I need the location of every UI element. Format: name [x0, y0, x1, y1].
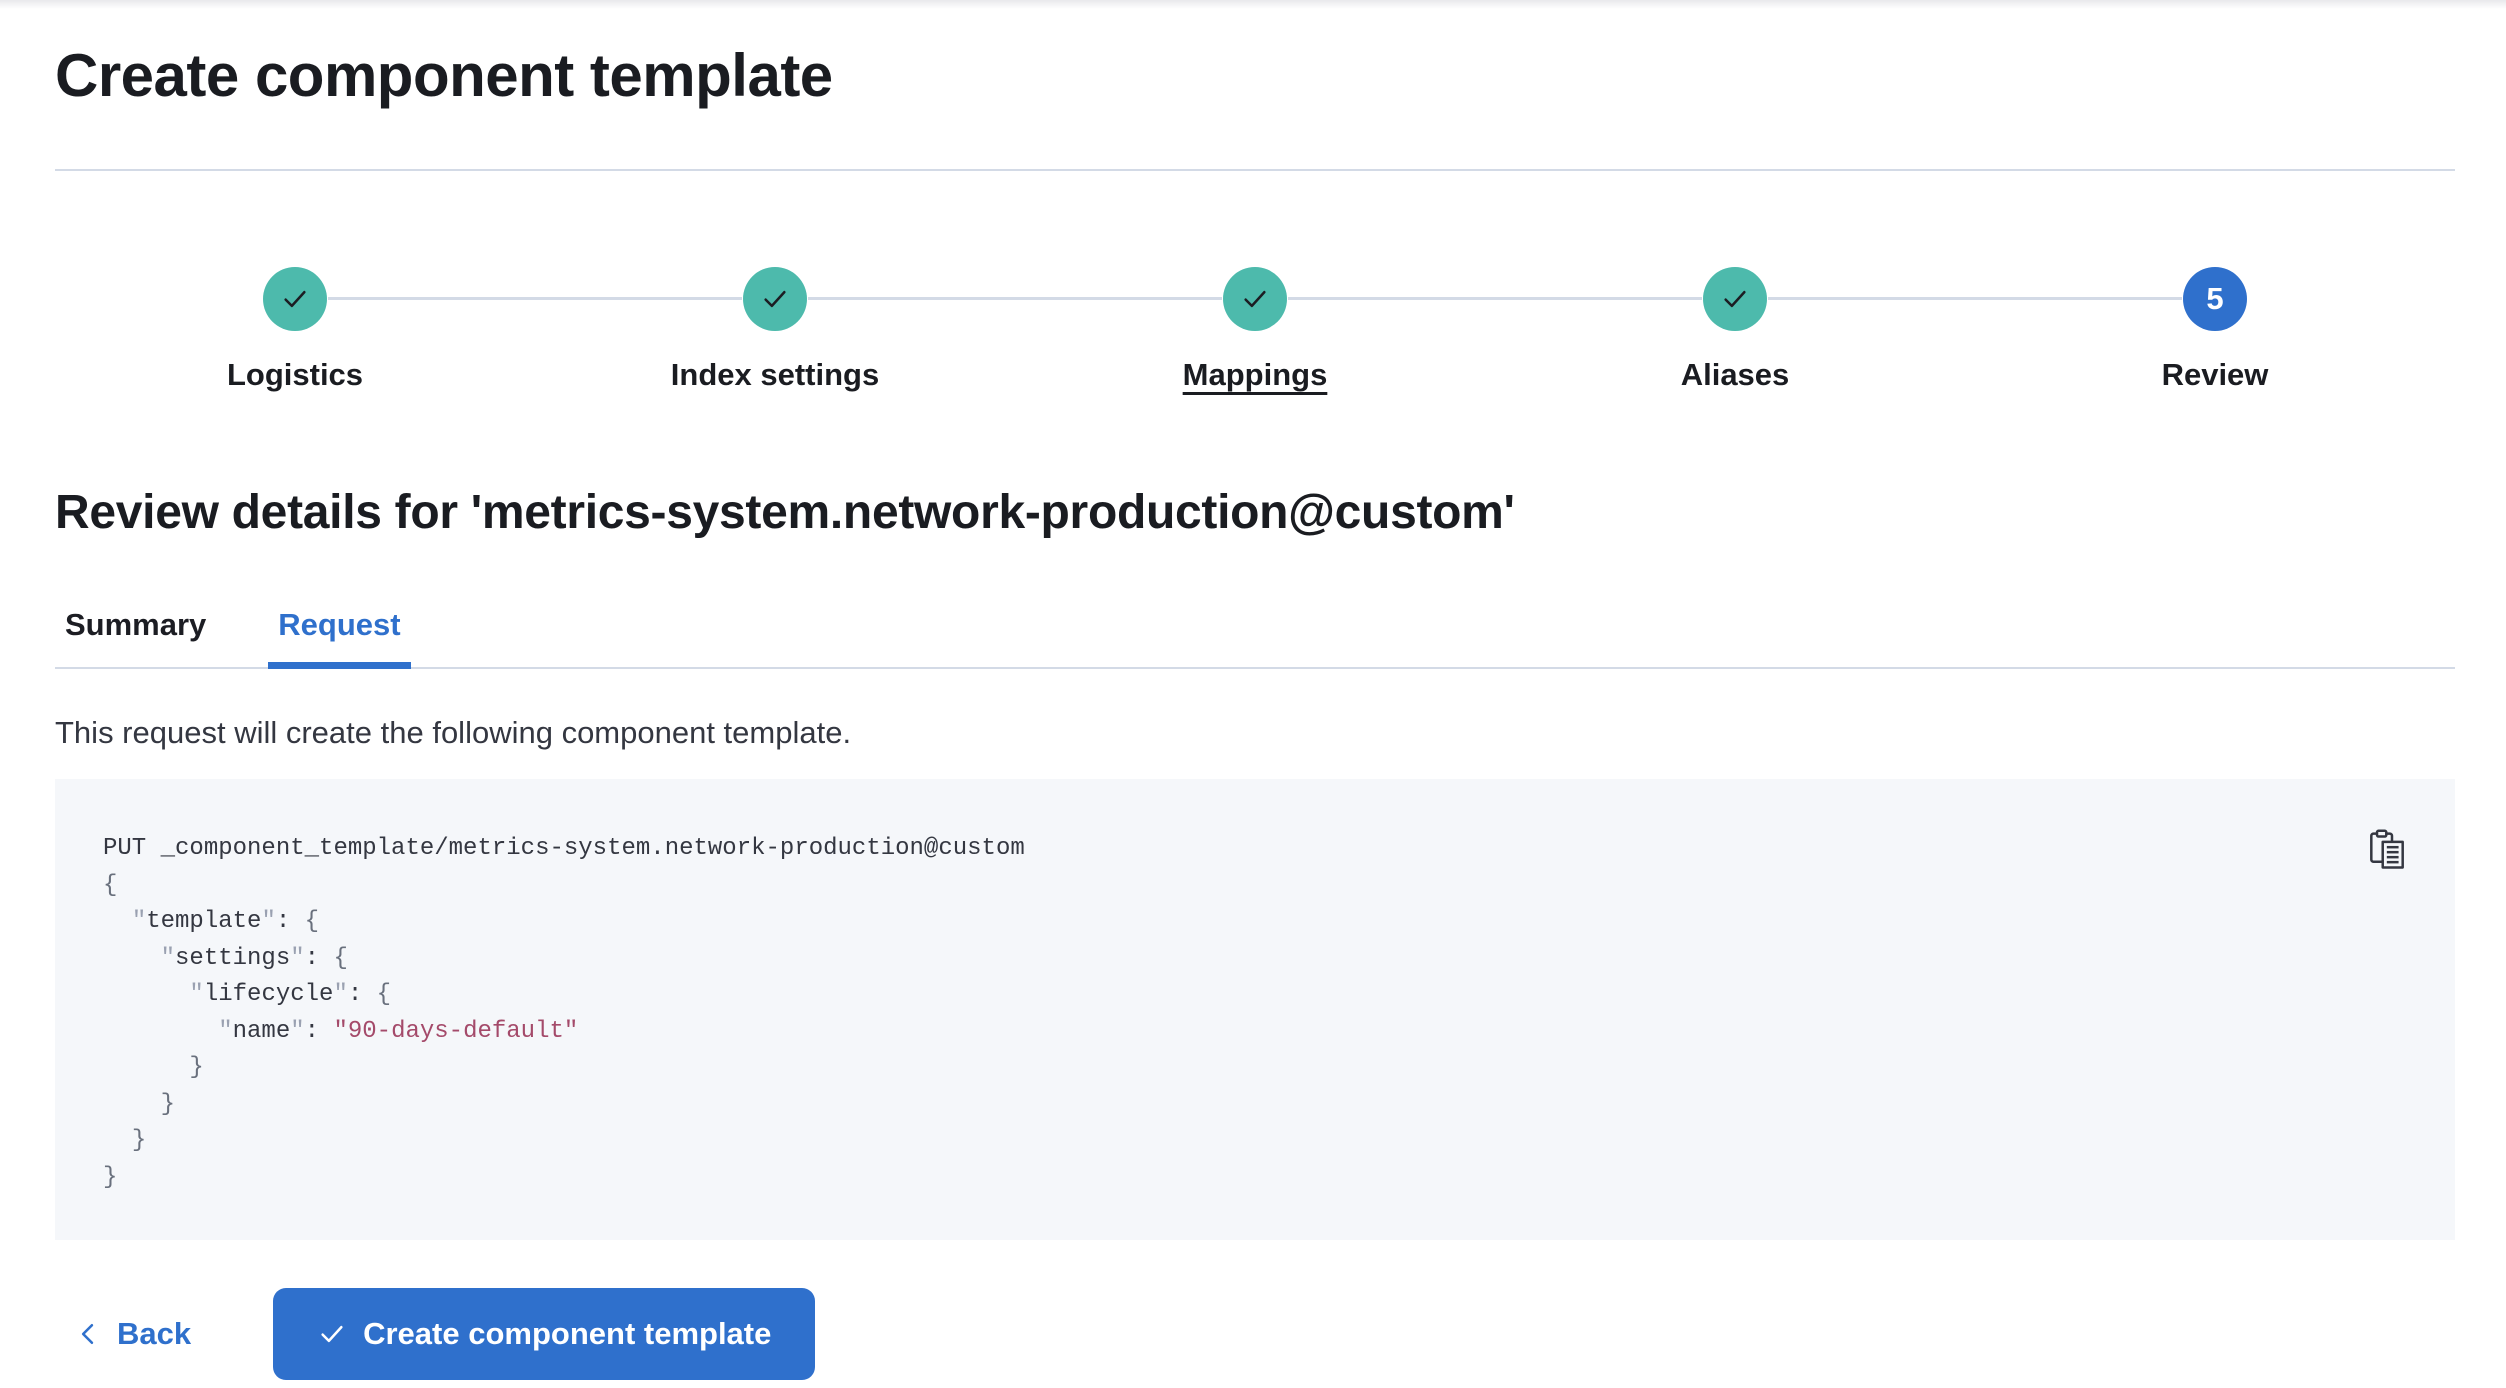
stepper-step-index-settings[interactable]: Index settings — [535, 267, 1015, 393]
step-connector-line — [535, 297, 742, 300]
step-connector-line — [1495, 297, 1702, 300]
copy-button[interactable] — [2369, 829, 2405, 870]
step-connector-line — [1768, 297, 1975, 300]
stepper-step-aliases[interactable]: Aliases — [1495, 267, 1975, 393]
create-button-label: Create component template — [363, 1316, 772, 1351]
request-description: This request will create the following c… — [55, 715, 852, 750]
back-button-label: Back — [117, 1316, 192, 1351]
create-component-template-page: Create component template Logistics Inde… — [55, 41, 2455, 1380]
request-code: PUT _component_template/metrics-system.n… — [103, 835, 1025, 1191]
back-button[interactable]: Back — [55, 1316, 211, 1352]
tab-request-label: Request — [278, 607, 401, 642]
step-current-number: 5 — [2183, 267, 2247, 331]
review-heading: Review details for 'metrics-system.netwo… — [55, 486, 1515, 539]
check-icon — [284, 290, 306, 308]
step-complete-indicator[interactable] — [743, 267, 807, 331]
stepper-step-logistics[interactable]: Logistics — [55, 267, 535, 393]
stepper-step-mappings[interactable]: Mappings — [1015, 267, 1495, 393]
active-tab-indicator — [268, 662, 411, 669]
step-complete-indicator[interactable] — [263, 267, 327, 331]
step-label: Mappings — [1182, 357, 1328, 392]
wizard-footer: Back Create component template — [55, 1288, 2455, 1380]
chevron-left-icon — [81, 1323, 94, 1345]
step-connector-line — [1015, 297, 1222, 300]
title-divider — [55, 169, 2455, 171]
step-complete-indicator[interactable] — [1703, 267, 1767, 331]
step-connector-line — [1975, 297, 2182, 300]
window-top-shadow — [0, 0, 2506, 9]
page-title: Create component template — [55, 42, 833, 109]
step-label: Logistics — [226, 357, 364, 392]
step-label: Review — [2161, 357, 2269, 392]
step-connector-line — [1288, 297, 1495, 300]
create-component-template-button[interactable]: Create component template — [273, 1288, 816, 1380]
step-connector-line — [808, 297, 1015, 300]
horizontal-stepper: Logistics Index settings Mappings Alia — [55, 267, 2455, 393]
check-icon — [1244, 290, 1266, 308]
request-code-block: PUT _component_template/metrics-system.n… — [55, 779, 2455, 1240]
tab-summary[interactable]: Summary — [55, 607, 216, 667]
step-label: Aliases — [1680, 357, 1790, 392]
copy-clipboard-icon — [2370, 829, 2404, 869]
step-connector-line — [328, 297, 535, 300]
step-label: Index settings — [670, 357, 880, 392]
check-icon — [1724, 290, 1746, 308]
check-icon — [764, 290, 786, 308]
tab-bar: Summary Request — [55, 607, 2455, 669]
tab-request[interactable]: Request — [268, 607, 411, 669]
stepper-step-review: 5 Review — [1975, 267, 2455, 393]
check-icon — [321, 1325, 343, 1343]
step-complete-indicator[interactable] — [1223, 267, 1287, 331]
